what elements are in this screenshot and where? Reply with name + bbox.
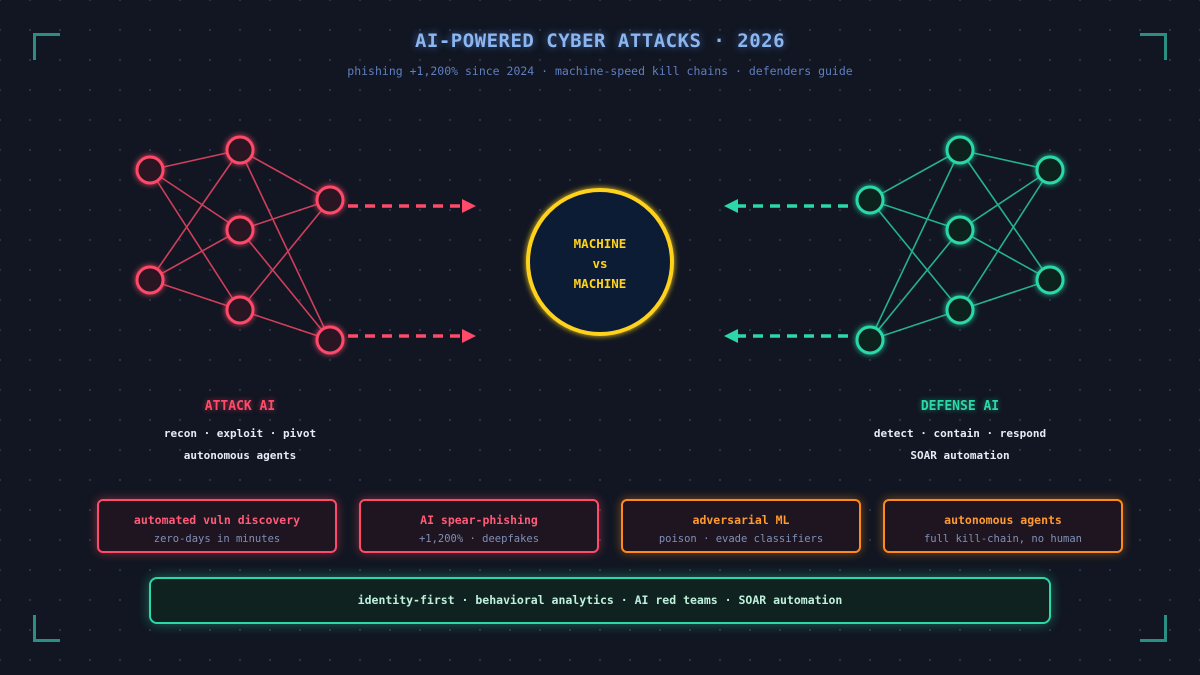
attack-node <box>135 265 165 295</box>
card-title: AI spear-phishing <box>420 513 538 527</box>
defense-node <box>945 215 975 245</box>
defense-node <box>855 325 885 355</box>
corner-bracket-bottom-right <box>1140 615 1167 642</box>
attack-node <box>315 185 345 215</box>
attack-network-edges <box>149 149 331 341</box>
card-subtitle: poison · evade classifiers <box>658 533 824 545</box>
attack-ai-line-2: autonomous agents <box>183 449 297 462</box>
attack-node <box>135 155 165 185</box>
defense-arrows <box>724 199 852 343</box>
attack-network-nodes <box>135 135 345 355</box>
threat-card-vuln-discovery: automated vuln discovery zero-days in mi… <box>97 499 337 553</box>
center-badge: MACHINE vs MACHINE <box>526 188 674 336</box>
center-line-3: MACHINE <box>574 276 627 291</box>
defense-arrow-head <box>724 199 738 213</box>
card-subtitle: +1,200% · deepfakes <box>418 533 540 545</box>
defense-node <box>1035 155 1065 185</box>
defense-node <box>945 295 975 325</box>
attack-node <box>225 135 255 165</box>
attack-node <box>315 325 345 355</box>
threat-card-spear-phishing: AI spear-phishing +1,200% · deepfakes <box>359 499 599 553</box>
defense-strategy-banner: identity-first · behavioral analytics · … <box>149 577 1051 624</box>
attack-arrows <box>348 199 476 343</box>
attack-arrow-head <box>462 199 476 213</box>
page-title: AI-POWERED CYBER ATTACKS · 2026 <box>414 30 786 52</box>
corner-bracket-bottom-left <box>33 615 60 642</box>
attack-ai-title: ATTACK AI <box>204 399 276 414</box>
card-title: adversarial ML <box>692 513 790 527</box>
defense-arrow-head <box>724 329 738 343</box>
threat-card-adversarial-ml: adversarial ML poison · evade classifier… <box>621 499 861 553</box>
defense-network-nodes <box>855 135 1065 355</box>
center-line-2: vs <box>592 256 607 271</box>
corner-bracket-top-left <box>33 33 60 60</box>
defense-ai-title: DEFENSE AI <box>920 399 1000 414</box>
attack-node <box>225 295 255 325</box>
attack-node <box>225 215 255 245</box>
card-subtitle: full kill-chain, no human <box>923 533 1083 545</box>
page-subtitle: phishing +1,200% since 2024 · machine-sp… <box>347 64 853 78</box>
card-title: automated vuln discovery <box>133 513 301 527</box>
defense-network-edges <box>869 149 1051 341</box>
threat-card-autonomous-agents: autonomous agents full kill-chain, no hu… <box>883 499 1123 553</box>
center-line-1: MACHINE <box>574 236 627 251</box>
defense-node <box>945 135 975 165</box>
defense-node <box>1035 265 1065 295</box>
card-subtitle: zero-days in minutes <box>153 533 281 545</box>
defense-node <box>855 185 885 215</box>
attack-arrow-head <box>462 329 476 343</box>
attack-ai-line-1: recon · exploit · pivot <box>163 427 317 440</box>
defense-ai-line-2: SOAR automation <box>910 449 1010 462</box>
card-title: autonomous agents <box>944 513 1062 527</box>
corner-bracket-top-right <box>1140 33 1167 60</box>
defense-ai-line-1: detect · contain · respond <box>873 427 1047 440</box>
